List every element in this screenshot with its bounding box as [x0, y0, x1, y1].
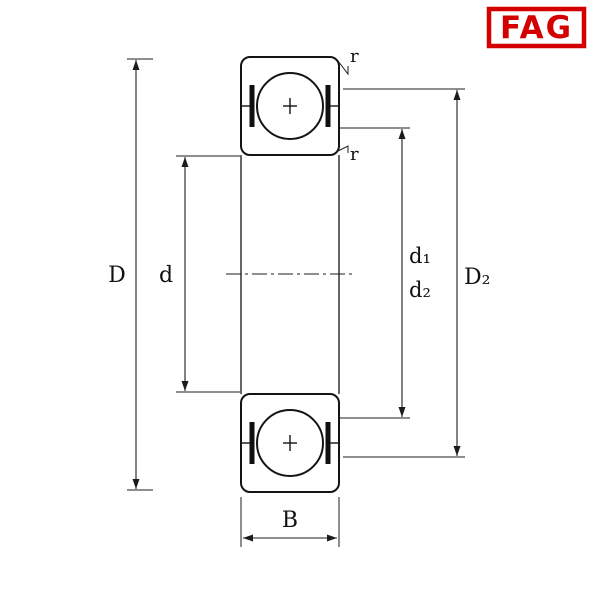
- bearing-cross-section: [226, 56, 354, 493]
- bearing-bottom-section: [240, 393, 340, 493]
- label-B: B: [282, 508, 298, 533]
- ball-top: [256, 72, 324, 140]
- leader-r-inner: [337, 145, 349, 153]
- ball-bottom: [256, 409, 324, 477]
- label-r-inner: r: [350, 144, 359, 165]
- bearing-top-section: [240, 56, 340, 156]
- fag-logo-border: [486, 6, 587, 49]
- label-d2: d₂: [409, 278, 431, 302]
- fag-logo: FAG: [486, 6, 587, 49]
- dimension-B: B: [240, 497, 340, 547]
- label-D: D: [108, 263, 126, 288]
- dimension-D2: D₂: [343, 88, 490, 458]
- fag-logo-text: FAG: [500, 10, 573, 46]
- label-D2: D₂: [464, 265, 490, 290]
- corner-radius-labels: r r: [337, 46, 359, 165]
- dimension-d: d: [159, 155, 240, 393]
- leader-r-outer: [337, 60, 349, 76]
- label-d1: d₁: [409, 244, 431, 268]
- label-r-outer: r: [350, 46, 359, 67]
- dimension-D: D: [108, 58, 153, 491]
- dimension-d1-d2: d₁ d₂: [339, 127, 431, 419]
- label-d: d: [159, 263, 173, 288]
